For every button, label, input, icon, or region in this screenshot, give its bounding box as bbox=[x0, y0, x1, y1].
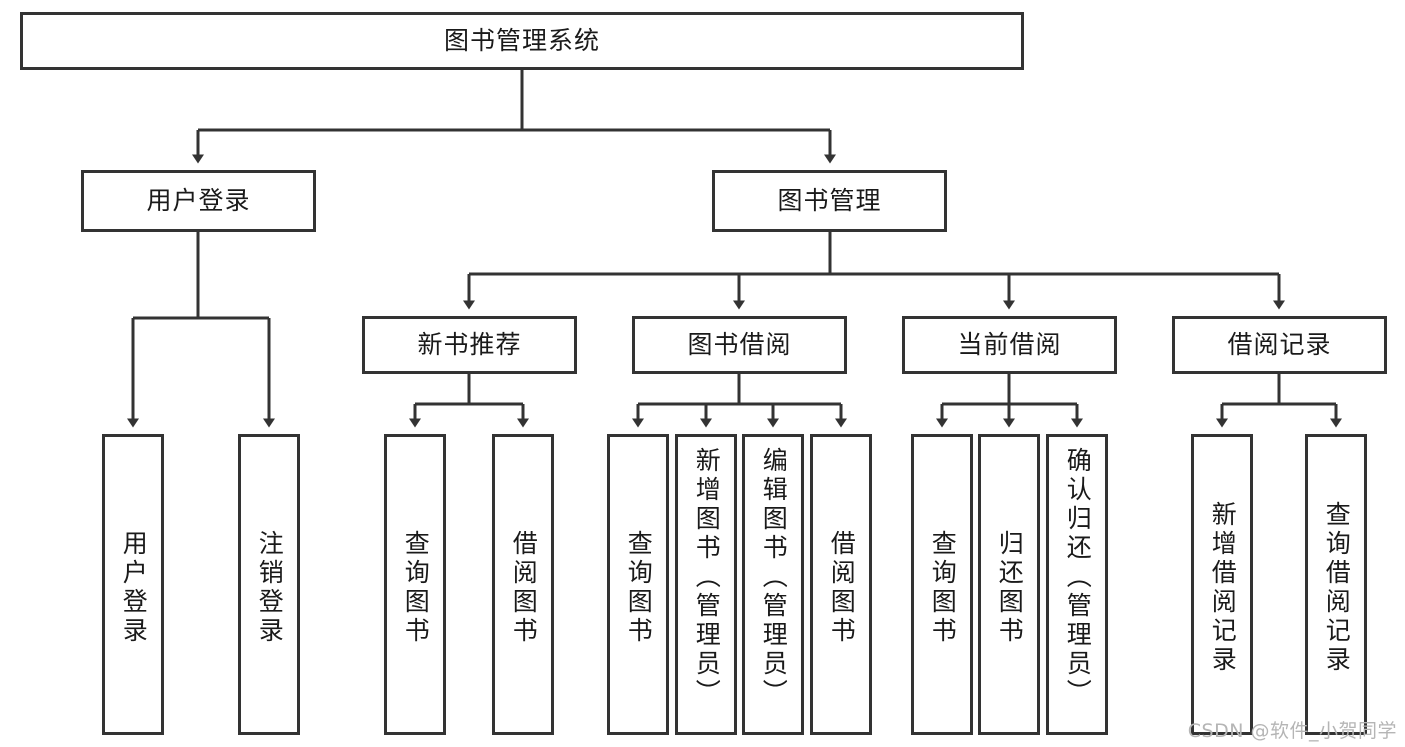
node-leaf-query-book-2[interactable]: 查询图书 bbox=[607, 434, 669, 735]
leaf-borrow-book-1-wrap: 借阅图书 bbox=[508, 443, 539, 732]
node-book-borrow[interactable]: 图书借阅 bbox=[632, 316, 847, 374]
leaf-query-book-1-wrap: 查询图书 bbox=[400, 443, 431, 732]
node-leaf-return-book-label: 归还图书 bbox=[995, 529, 1025, 646]
node-leaf-user-login[interactable]: 用户登录 bbox=[102, 434, 164, 735]
node-root[interactable]: 图书管理系统 bbox=[20, 12, 1024, 70]
leaf-return-book-wrap: 归还图书 bbox=[994, 443, 1025, 732]
node-leaf-confirm-return[interactable]: 确认归还（管理员） bbox=[1046, 434, 1108, 735]
leaf-user-login-wrap: 用户登录 bbox=[118, 443, 149, 732]
node-book-management[interactable]: 图书管理 bbox=[712, 170, 947, 232]
node-leaf-query-book-1[interactable]: 查询图书 bbox=[384, 434, 446, 735]
node-leaf-borrow-book-1[interactable]: 借阅图书 bbox=[492, 434, 554, 735]
node-leaf-confirm-return-label: 确认归还（管理员） bbox=[1063, 447, 1093, 708]
edge-borrowrecord-to-leaves bbox=[1216, 374, 1342, 428]
node-user-login[interactable]: 用户登录 bbox=[81, 170, 316, 232]
leaf-add-book-wrap: 新增图书（管理员） bbox=[691, 443, 722, 732]
node-borrow-record[interactable]: 借阅记录 bbox=[1172, 316, 1387, 374]
edge-currentborrow-to-leaves bbox=[936, 374, 1083, 428]
node-leaf-add-book[interactable]: 新增图书（管理员） bbox=[675, 434, 737, 735]
node-leaf-query-book-3[interactable]: 查询图书 bbox=[911, 434, 973, 735]
edge-userlogin-to-leaves bbox=[127, 232, 275, 428]
node-leaf-borrow-book-1-label: 借阅图书 bbox=[509, 529, 539, 646]
node-leaf-user-login-label: 用户登录 bbox=[119, 529, 149, 646]
node-leaf-add-book-label: 新增图书（管理员） bbox=[692, 447, 722, 708]
node-new-book-recommend-label: 新书推荐 bbox=[417, 330, 522, 360]
node-leaf-return-book[interactable]: 归还图书 bbox=[978, 434, 1040, 735]
edge-bookmgmt-to-level3 bbox=[463, 232, 1285, 310]
leaf-borrow-book-2-wrap: 借阅图书 bbox=[826, 443, 857, 732]
leaf-query-book-3-wrap: 查询图书 bbox=[927, 443, 958, 732]
node-leaf-edit-book-label: 编辑图书（管理员） bbox=[759, 447, 789, 708]
node-borrow-record-label: 借阅记录 bbox=[1227, 330, 1332, 360]
node-leaf-query-book-3-label: 查询图书 bbox=[928, 529, 958, 646]
node-leaf-query-record[interactable]: 查询借阅记录 bbox=[1305, 434, 1367, 735]
node-leaf-query-book-1-label: 查询图书 bbox=[401, 529, 431, 646]
node-leaf-add-record-label: 新增借阅记录 bbox=[1208, 500, 1238, 675]
node-book-borrow-label: 图书借阅 bbox=[687, 330, 792, 360]
node-book-management-label: 图书管理 bbox=[777, 186, 882, 216]
node-root-label: 图书管理系统 bbox=[443, 26, 600, 56]
node-current-borrow[interactable]: 当前借阅 bbox=[902, 316, 1117, 374]
leaf-query-book-2-wrap: 查询图书 bbox=[623, 443, 654, 732]
node-leaf-user-logout-label: 注销登录 bbox=[255, 529, 285, 646]
node-leaf-query-record-label: 查询借阅记录 bbox=[1322, 500, 1352, 675]
edge-root-to-level2 bbox=[192, 70, 836, 164]
node-new-book-recommend[interactable]: 新书推荐 bbox=[362, 316, 577, 374]
leaf-query-record-wrap: 查询借阅记录 bbox=[1321, 443, 1352, 732]
node-user-login-label: 用户登录 bbox=[146, 186, 251, 216]
node-current-borrow-label: 当前借阅 bbox=[957, 330, 1062, 360]
node-leaf-user-logout[interactable]: 注销登录 bbox=[238, 434, 300, 735]
edge-newbook-to-leaves bbox=[409, 374, 529, 428]
edge-bookborrow-to-leaves bbox=[632, 374, 847, 428]
leaf-add-record-wrap: 新增借阅记录 bbox=[1207, 443, 1238, 732]
leaf-edit-book-wrap: 编辑图书（管理员） bbox=[758, 443, 789, 732]
node-leaf-edit-book[interactable]: 编辑图书（管理员） bbox=[742, 434, 804, 735]
node-leaf-query-book-2-label: 查询图书 bbox=[624, 529, 654, 646]
node-leaf-borrow-book-2[interactable]: 借阅图书 bbox=[810, 434, 872, 735]
csdn-watermark: CSDN @软件_小贺同学 bbox=[1187, 720, 1397, 742]
node-leaf-borrow-book-2-label: 借阅图书 bbox=[827, 529, 857, 646]
node-leaf-add-record[interactable]: 新增借阅记录 bbox=[1191, 434, 1253, 735]
leaf-user-logout-wrap: 注销登录 bbox=[254, 443, 285, 732]
leaf-confirm-return-wrap: 确认归还（管理员） bbox=[1062, 443, 1093, 732]
